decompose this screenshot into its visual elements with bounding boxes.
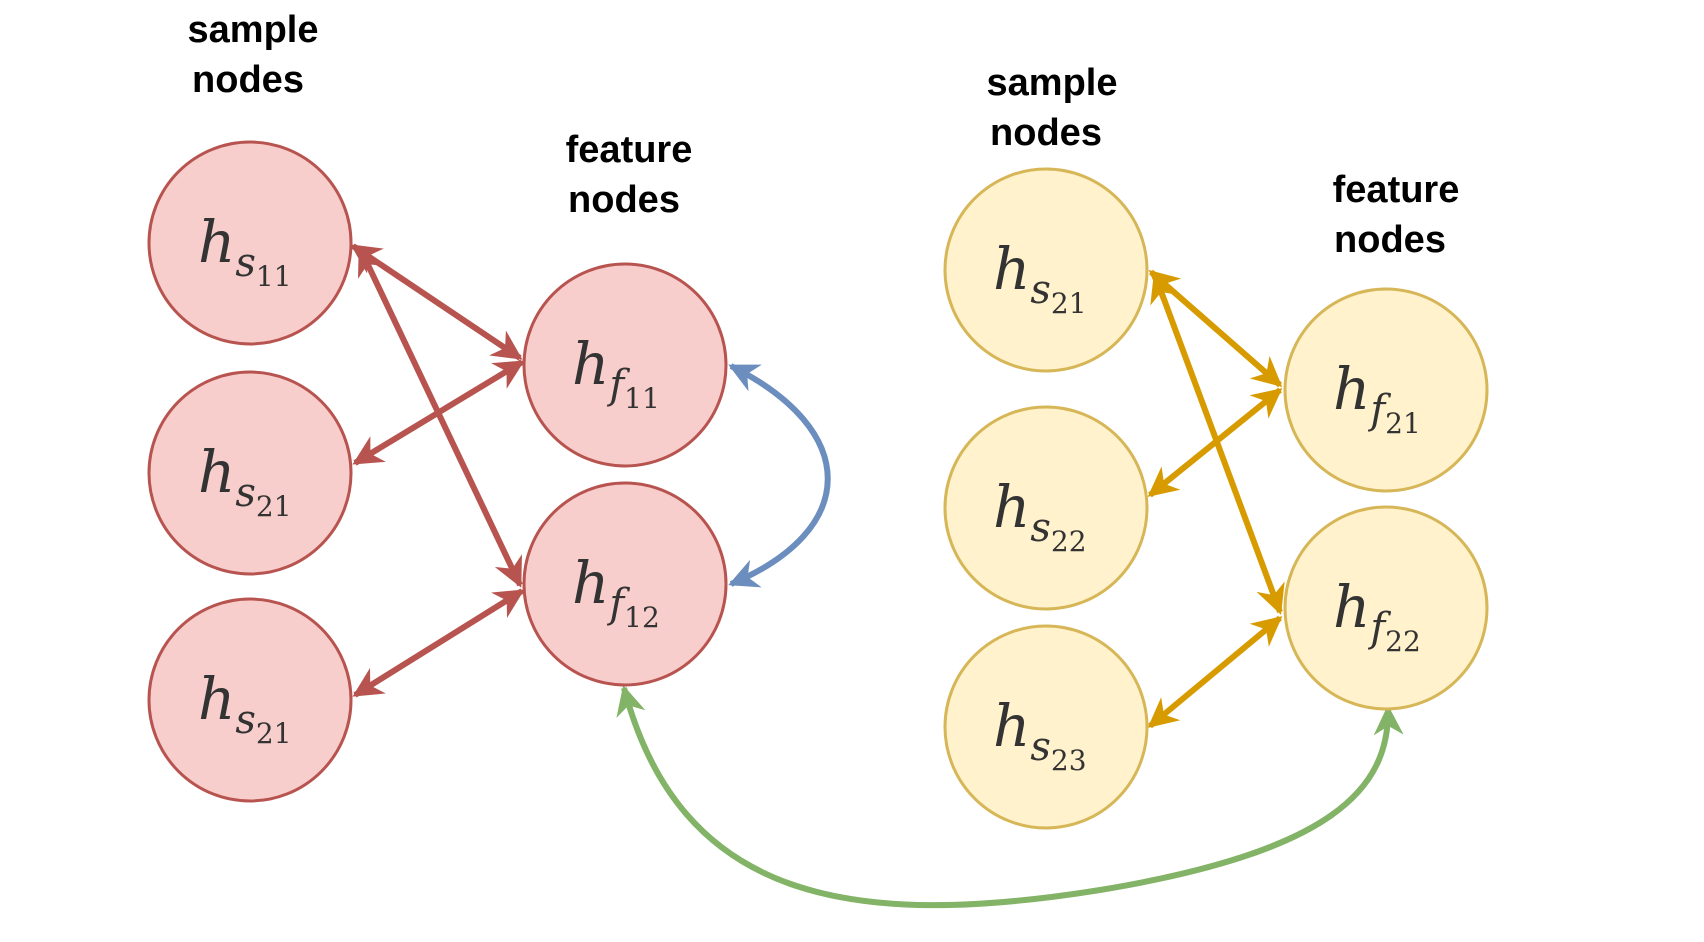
node-hs21-c-sub: s (1030, 267, 1051, 313)
edge-s21-f21 (1148, 269, 1283, 388)
node-hs21-b-sub: s (235, 697, 256, 743)
group2-edges (1147, 269, 1285, 729)
node-hf11-num: 11 (624, 382, 660, 415)
edge-f12-f22-curve (616, 685, 1404, 909)
node-hf12-base: h (572, 549, 609, 617)
svg-text:hf12: hf12 (572, 549, 660, 634)
group1-feature-label-line1: feature (566, 129, 693, 171)
edge-s11-f11 (350, 243, 523, 361)
node-hf21-num: 21 (1385, 407, 1421, 440)
node-hf12-num: 12 (624, 601, 660, 634)
svg-text:hs22: hs22 (993, 473, 1087, 558)
edge-s22-f21 (1147, 387, 1283, 498)
node-hf22-base: h (1333, 573, 1370, 641)
node-hf11[interactable]: hf11 (522, 262, 728, 468)
svg-text:hs21: hs21 (198, 438, 292, 523)
group2-sample-label-line1: sample (987, 62, 1118, 104)
group2-feature-label-line1: feature (1333, 169, 1460, 211)
node-hs21-c-base: h (993, 235, 1030, 303)
node-hf22-circle (1283, 505, 1489, 711)
node-hs21-c-circle (943, 167, 1149, 373)
node-hs21-b[interactable]: hs21 (147, 597, 353, 803)
node-hs23-num: 23 (1051, 744, 1087, 777)
node-hs11-circle (147, 140, 353, 346)
node-hs23[interactable]: hs23 (943, 624, 1149, 830)
node-hs21-c[interactable]: hs21 (943, 167, 1149, 373)
node-hf11-circle (522, 262, 728, 468)
node-hs21-b-circle (147, 597, 353, 803)
node-hs23-sub: s (1030, 724, 1051, 770)
edge-f11-f12-curve (728, 363, 831, 588)
node-hs21-b-num: 21 (256, 717, 292, 750)
node-hf12[interactable]: hf12 (522, 481, 728, 687)
node-hs22-sub: s (1030, 505, 1051, 551)
edge-s21-f11 (352, 359, 525, 466)
node-hf22-num: 22 (1385, 625, 1421, 658)
group1-feature-label-line2: nodes (568, 179, 680, 221)
group1-sample-label-line1: sample (188, 9, 319, 51)
group1-sample-label: sample nodes (188, 9, 319, 101)
node-hs21-a-circle (147, 370, 353, 576)
node-hf21-circle (1283, 287, 1489, 493)
node-hs21-c-num: 21 (1051, 287, 1087, 320)
node-hf22[interactable]: hf22 (1283, 505, 1489, 711)
node-hs11-num: 11 (256, 260, 292, 293)
node-hf12-circle (522, 481, 728, 687)
svg-text:hs21: hs21 (993, 235, 1087, 320)
edge-s23-f22 (1147, 615, 1283, 729)
svg-text:hf21: hf21 (1333, 355, 1421, 440)
node-hf21[interactable]: hf21 (1283, 287, 1489, 493)
node-hs22-num: 22 (1051, 525, 1087, 558)
node-hs23-base: h (993, 692, 1030, 760)
node-hs21-a-sub: s (235, 470, 256, 516)
node-hs11[interactable]: hs11 (147, 140, 353, 346)
group2-sample-label: sample nodes (987, 62, 1118, 154)
group2-feature-label: feature nodes (1333, 169, 1460, 261)
svg-text:hs11: hs11 (198, 208, 292, 293)
group2-feature-label-line2: nodes (1334, 219, 1446, 261)
node-hs11-sub: s (235, 240, 256, 286)
node-hf11-base: h (572, 330, 609, 398)
node-hs22-circle (943, 405, 1149, 611)
svg-text:hs21: hs21 (198, 665, 292, 750)
node-hs22-base: h (993, 473, 1030, 541)
svg-text:hs23: hs23 (993, 692, 1087, 777)
node-hs22[interactable]: hs22 (943, 405, 1149, 611)
node-hs21-a-base: h (198, 438, 235, 506)
node-hs11-base: h (198, 208, 235, 276)
edge-s11-f12 (357, 245, 523, 588)
edge-s21b-f12 (352, 588, 525, 698)
group1-edges (350, 243, 525, 698)
group1-sample-label-line2: nodes (192, 59, 304, 101)
group2-sample-label-line2: nodes (990, 112, 1102, 154)
node-hs21-a-num: 21 (256, 490, 292, 523)
group1-feature-label: feature nodes (566, 129, 693, 221)
node-hf21-base: h (1333, 355, 1370, 423)
node-hs21-a[interactable]: hs21 (147, 370, 353, 576)
node-hs21-b-base: h (198, 665, 235, 733)
node-hs23-circle (943, 624, 1149, 830)
